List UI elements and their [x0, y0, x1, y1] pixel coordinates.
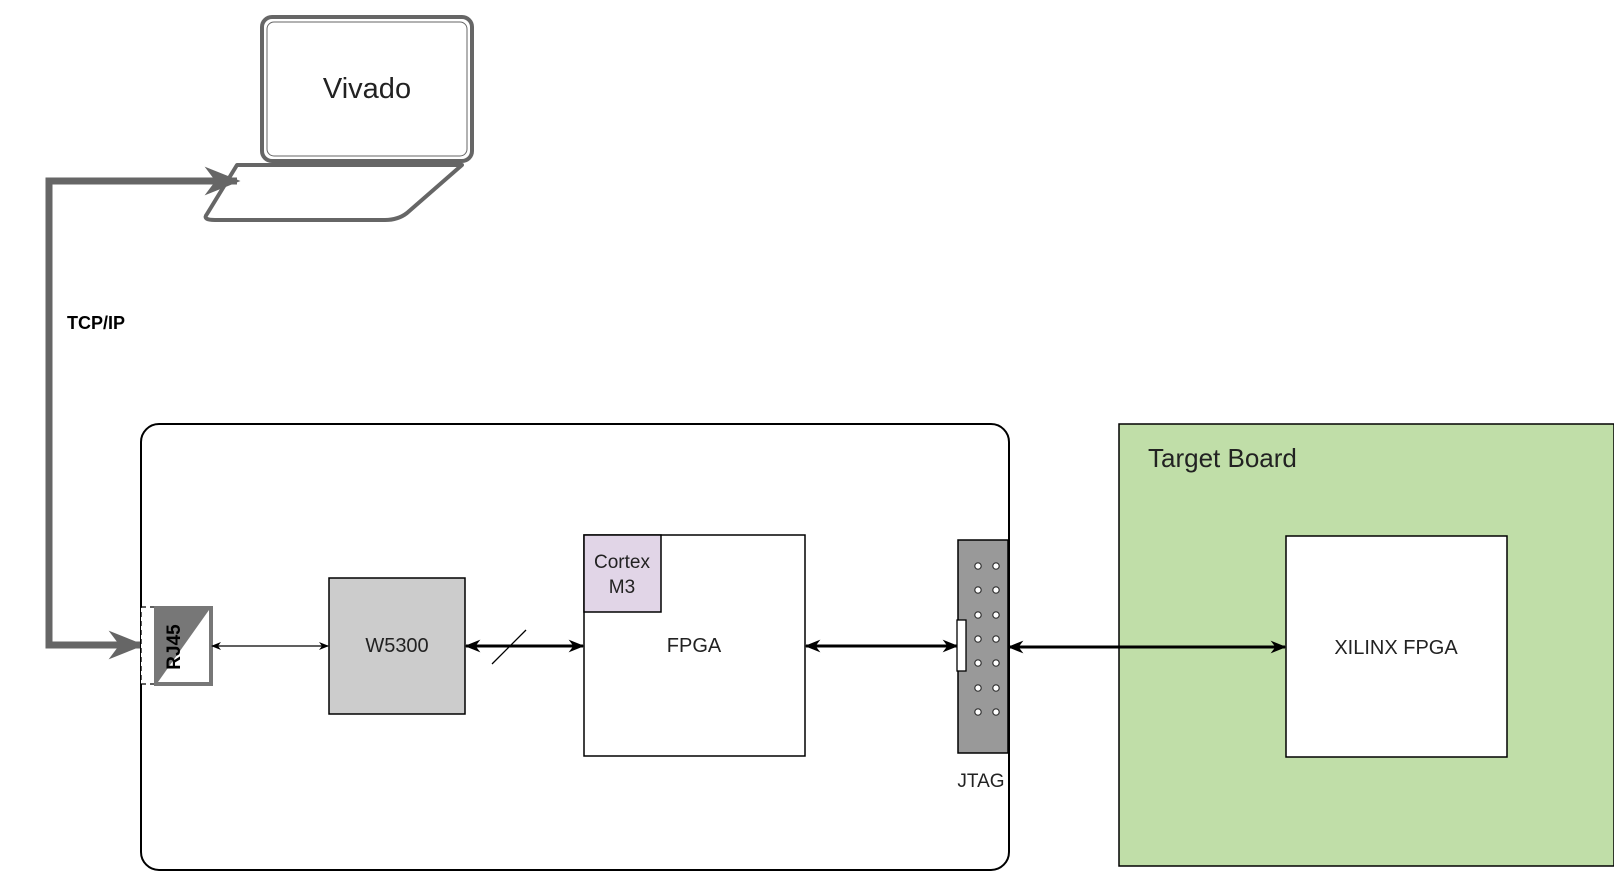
xilinx-fpga-label: XILINX FPGA — [1334, 637, 1458, 659]
bus-slash — [491, 629, 527, 665]
ethernet-chip-label: W5300 — [365, 635, 428, 657]
cortex-label-line2: M3 — [609, 577, 635, 598]
cortex-core — [583, 534, 662, 613]
laptop-screen — [260, 15, 474, 163]
xilinx-fpga-chip — [1285, 535, 1508, 758]
connector-label: RJ45 — [164, 624, 185, 670]
laptop-icon — [203, 15, 474, 222]
target-board-title: Target Board — [1148, 443, 1297, 473]
fpga-label: FPGA — [667, 635, 722, 657]
cortex-label-line1: Cortex — [594, 552, 650, 573]
rj45-connector — [140, 606, 213, 686]
link-label: TCP/IP — [67, 313, 125, 333]
ethernet-chip — [328, 577, 466, 715]
jtag-label: JTAG — [957, 771, 1004, 792]
laptop-base — [203, 163, 464, 222]
laptop-label: Vivado — [323, 73, 411, 105]
jtag-header — [956, 539, 1009, 754]
